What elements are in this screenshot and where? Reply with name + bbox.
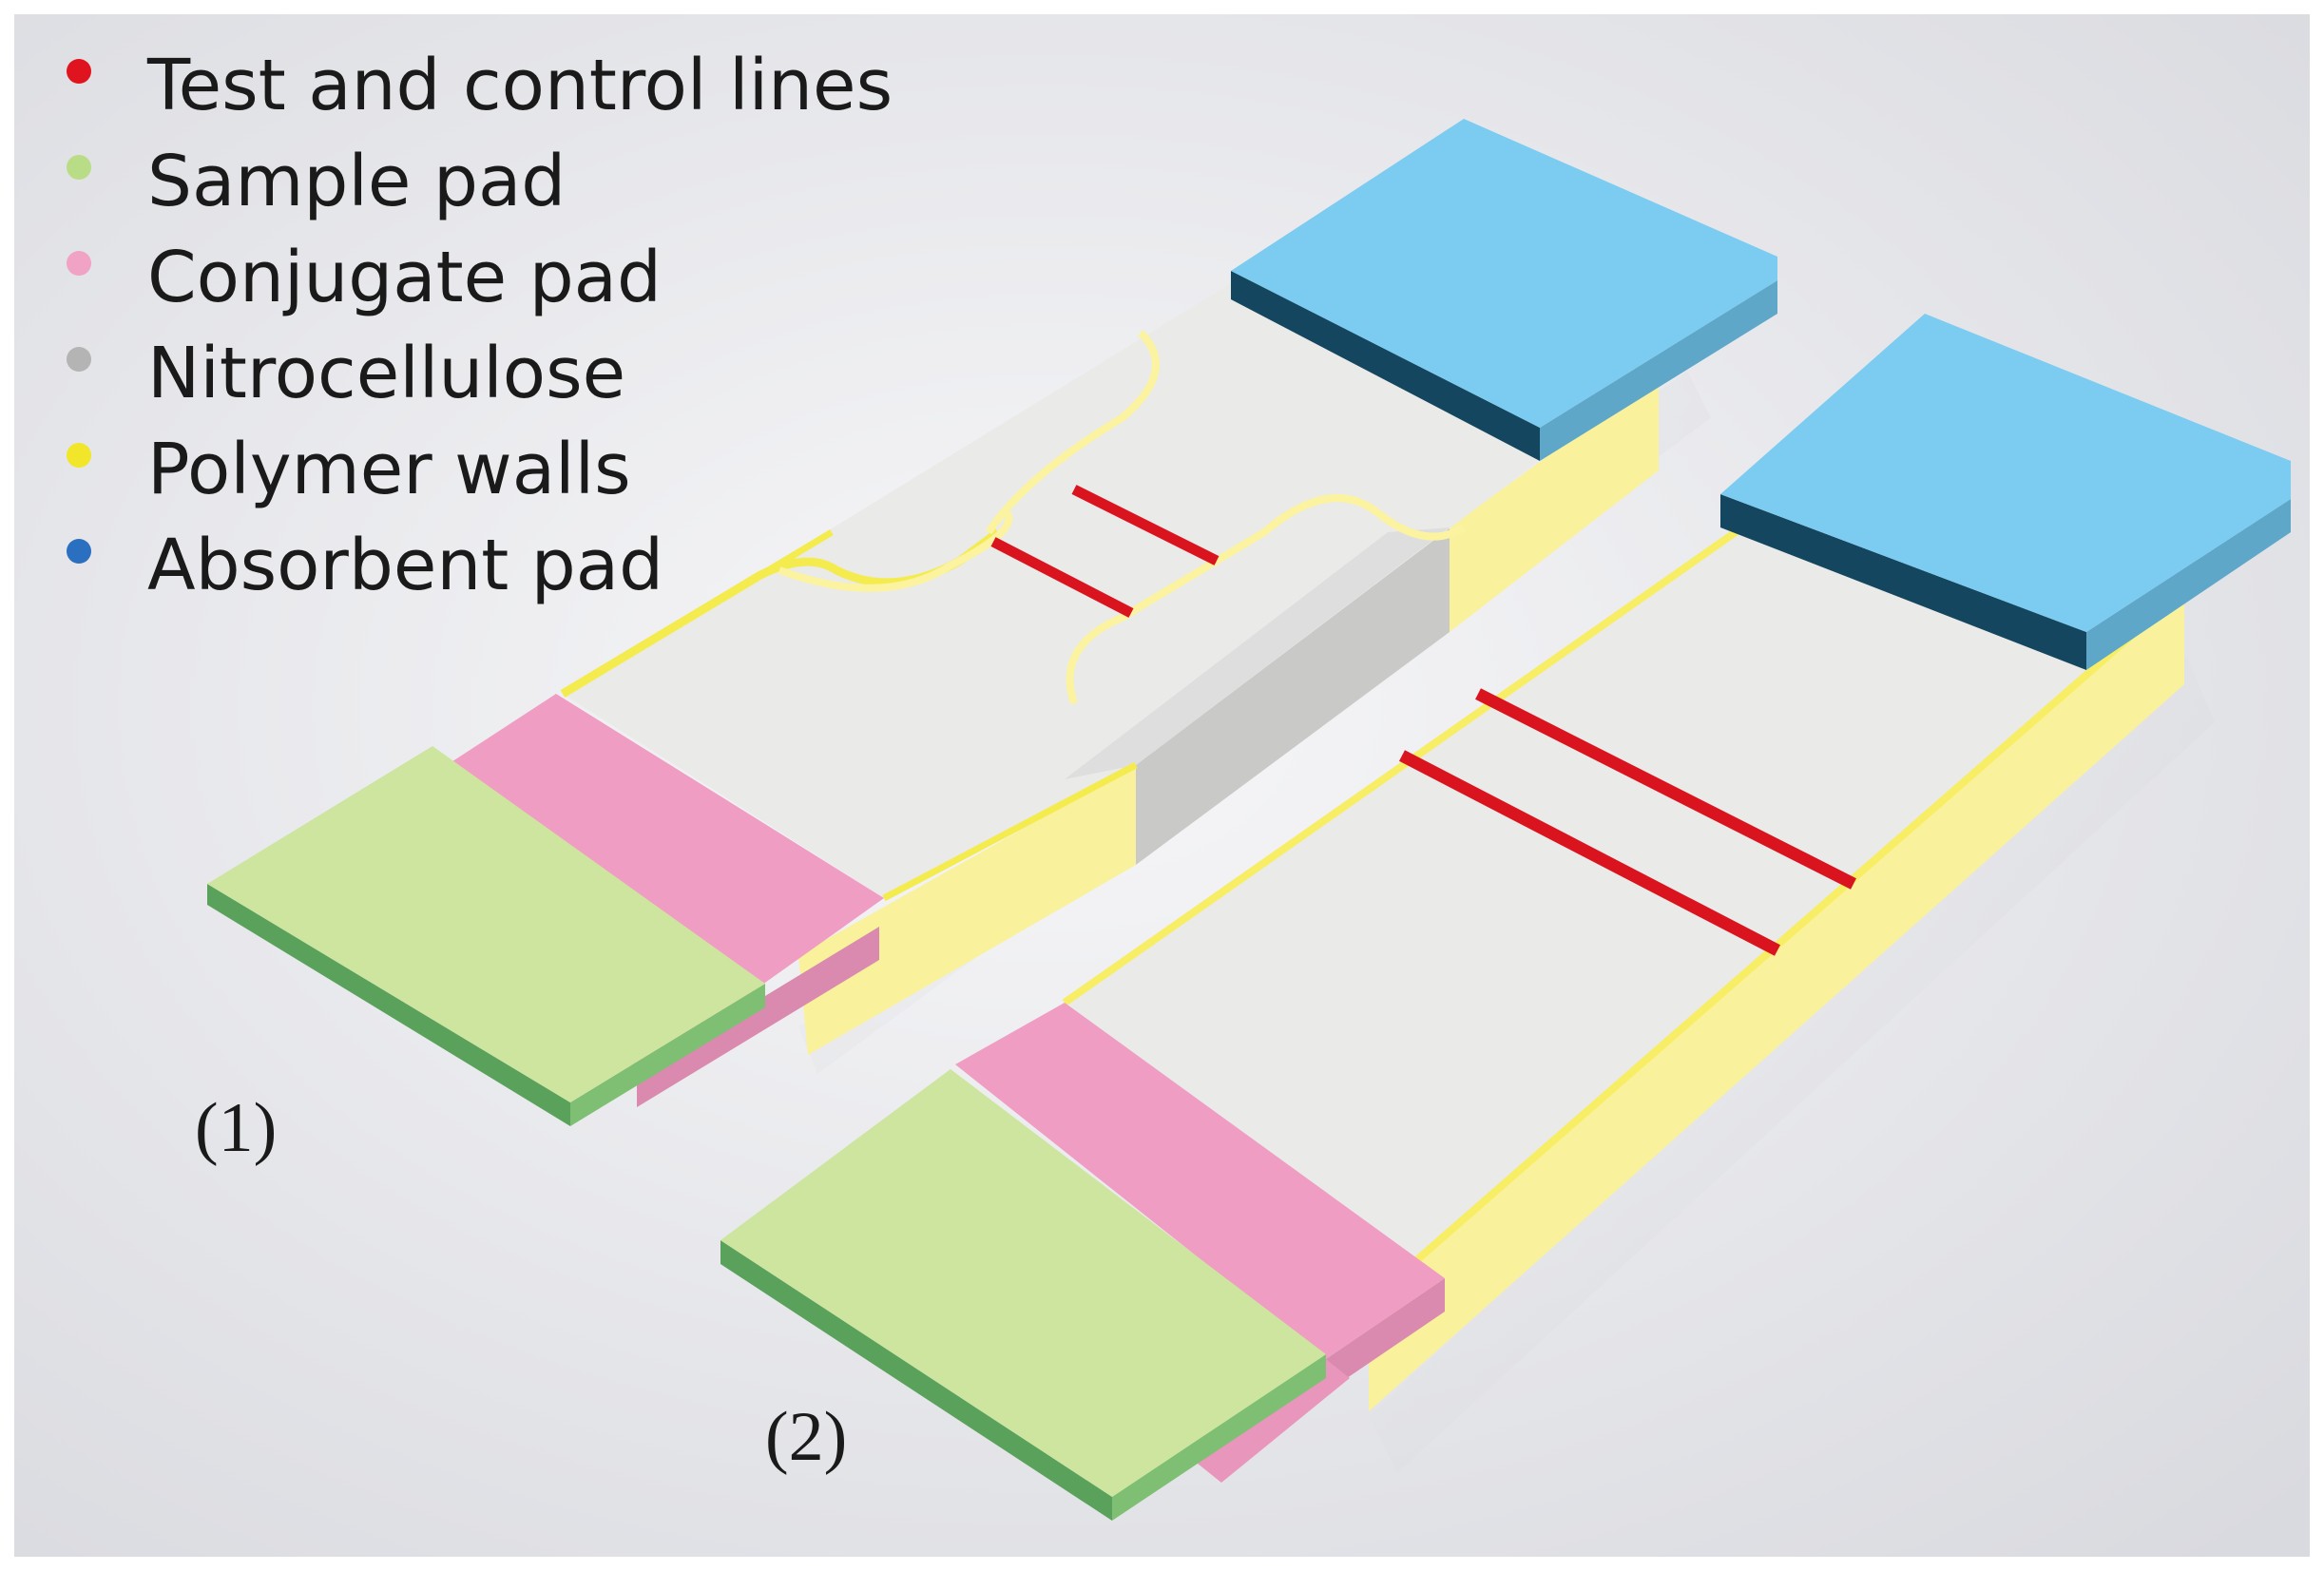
legend-item-test-control-lines: Test and control lines <box>57 38 893 134</box>
legend-label: Sample pad <box>147 141 567 222</box>
blue-dot-icon <box>67 539 91 564</box>
legend-label: Polymer walls <box>147 429 631 510</box>
legend-item-nitrocellulose: Nitrocellulose <box>57 326 893 422</box>
strip-2-control-line <box>1475 688 1856 890</box>
strip-1-wall-side-front <box>798 765 1136 1055</box>
strip-1-conjugate-pad-top <box>447 694 884 1074</box>
strip-1-polymer-wall-right <box>1066 494 1467 705</box>
strip-1-label: (1) <box>195 1089 278 1167</box>
strip-2-absorbent-pad-side-right <box>2086 499 2291 670</box>
legend-label: Test and control lines <box>147 45 893 126</box>
strip-2-sample-pad-side-right <box>1112 1354 1326 1521</box>
strip-1 <box>207 119 1777 1126</box>
strip-1-test-line <box>990 537 1134 618</box>
strip-1-sample-pad-top <box>207 746 765 1102</box>
strip-2-absorbent-pad-top <box>1720 314 2291 632</box>
strip-1-wall-side-back <box>1450 375 1659 632</box>
strip-1-nitrocellulose-side <box>1136 527 1450 865</box>
legend-label: Nitrocellulose <box>147 333 626 414</box>
strip-1-absorbent-pad-side-right <box>1540 280 1777 461</box>
strip-2-conjugate-pad-side <box>1326 1278 1445 1392</box>
yellow-dot-icon <box>67 443 91 468</box>
red-dot-icon <box>67 59 91 84</box>
strip-2-wall-side <box>1369 589 2184 1411</box>
strip-2-conjugate-pad-tail <box>1198 1359 1350 1483</box>
legend-item-polymer-walls: Polymer walls <box>57 422 893 518</box>
strip-1-absorbent-pad-side <box>1231 271 1540 461</box>
strip-2-label: (2) <box>765 1398 848 1476</box>
legend-label: Absorbent pad <box>147 525 664 606</box>
strip-2 <box>720 314 2291 1521</box>
strip-1-nitrocellulose-top <box>563 280 1659 898</box>
strip-2-nitrocellulose-top <box>1065 489 2184 1302</box>
strip-1-absorbent-pad-top <box>1231 119 1777 428</box>
legend-item-sample-pad: Sample pad <box>57 134 893 230</box>
legend-item-absorbent-pad: Absorbent pad <box>57 518 893 614</box>
strip-2-conjugate-pad-top <box>955 1003 1445 1359</box>
strip-1-conjugate-pad-side <box>637 927 879 1107</box>
legend-label: Conjugate pad <box>147 237 662 318</box>
legend-item-conjugate-pad: Conjugate pad <box>57 230 893 326</box>
legend: Test and control lines Sample pad Conjug… <box>57 38 893 614</box>
strip-2-sample-pad-top <box>720 1069 1326 1497</box>
strip-2-shadow <box>1369 656 2215 1473</box>
strip-1-nitrocellulose-step <box>1065 527 1450 779</box>
gray-dot-icon <box>67 347 91 372</box>
strip-1-sample-pad-side-left <box>207 884 570 1126</box>
strip-1-control-line <box>1071 485 1220 565</box>
strip-2-test-line <box>1399 750 1780 956</box>
pink-dot-icon <box>67 251 91 276</box>
strip-1-sample-pad-side-right <box>570 984 765 1126</box>
strip-2-absorbent-pad-side <box>1720 494 2086 670</box>
green-dot-icon <box>67 155 91 180</box>
strip-1-polymer-wall-top <box>778 330 1160 592</box>
strip-2-sample-pad-side-left <box>720 1240 1112 1521</box>
